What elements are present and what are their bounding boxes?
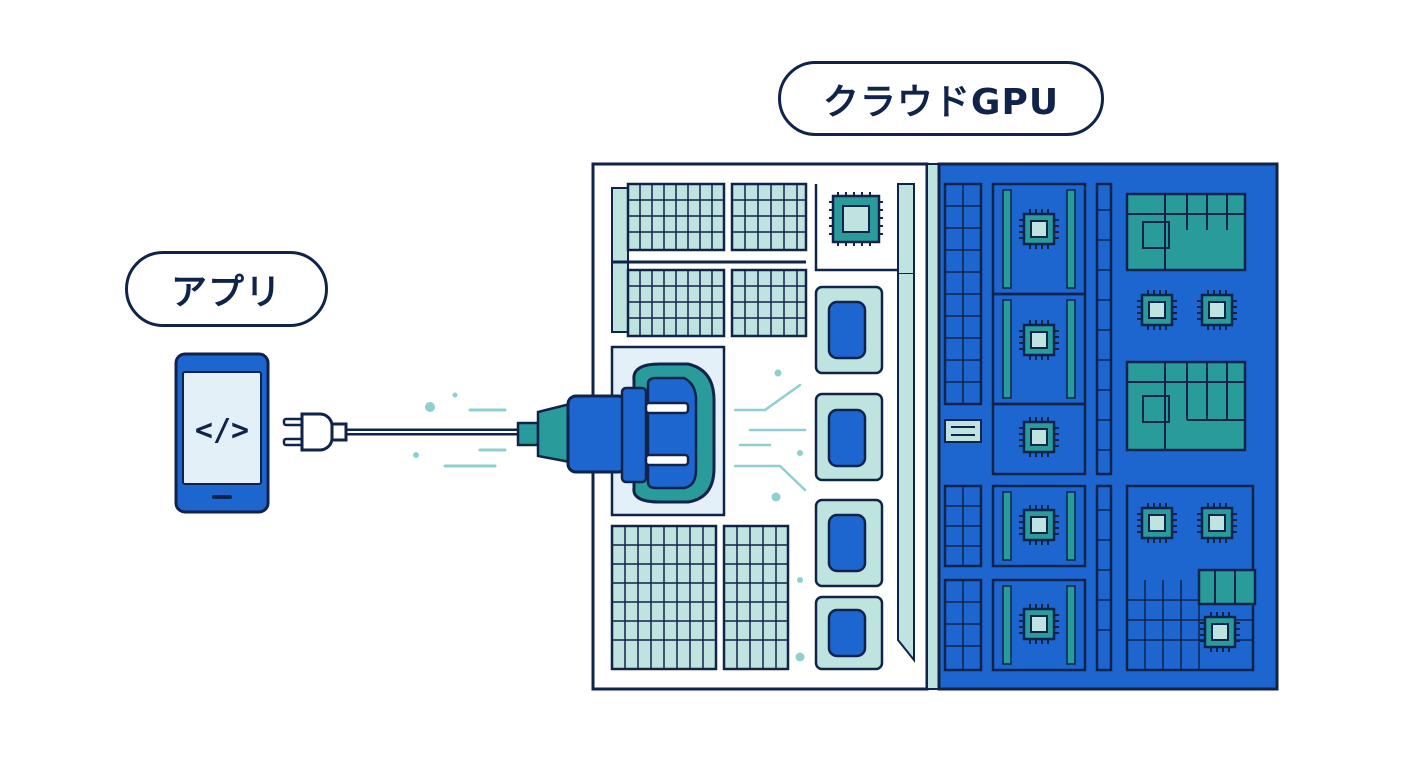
gpu-chip-icon [1019, 209, 1059, 249]
phone-icon: </> [174, 352, 270, 514]
gpu-chip-icon [1019, 604, 1059, 644]
gpu-chip-icon [1019, 417, 1059, 457]
gpu-chip-icon [1197, 503, 1237, 543]
gpu-chip-icon [1137, 503, 1177, 543]
app-label: アプリ [125, 251, 328, 327]
storage-module [610, 524, 790, 671]
gpu-chip-icon [1019, 320, 1059, 360]
gpu-chip-icon [1019, 505, 1059, 545]
socket-sparks [733, 369, 807, 662]
chip-slot [814, 183, 915, 663]
power-plug-icon [516, 362, 716, 504]
small-plug-icon [282, 412, 348, 452]
gpu-chips [1019, 209, 1240, 652]
gpu-chip-icon [1137, 290, 1177, 330]
gpu-board [937, 162, 1279, 691]
gpu-chip-icon [1197, 290, 1237, 330]
memory-module [611, 182, 808, 338]
slot-modules [814, 285, 884, 671]
cloud-gpu-label: クラウドGPU [778, 61, 1104, 136]
code-icon: </> [195, 413, 249, 448]
signal-sparks [413, 392, 507, 468]
gpu-chip-icon [1200, 612, 1240, 652]
